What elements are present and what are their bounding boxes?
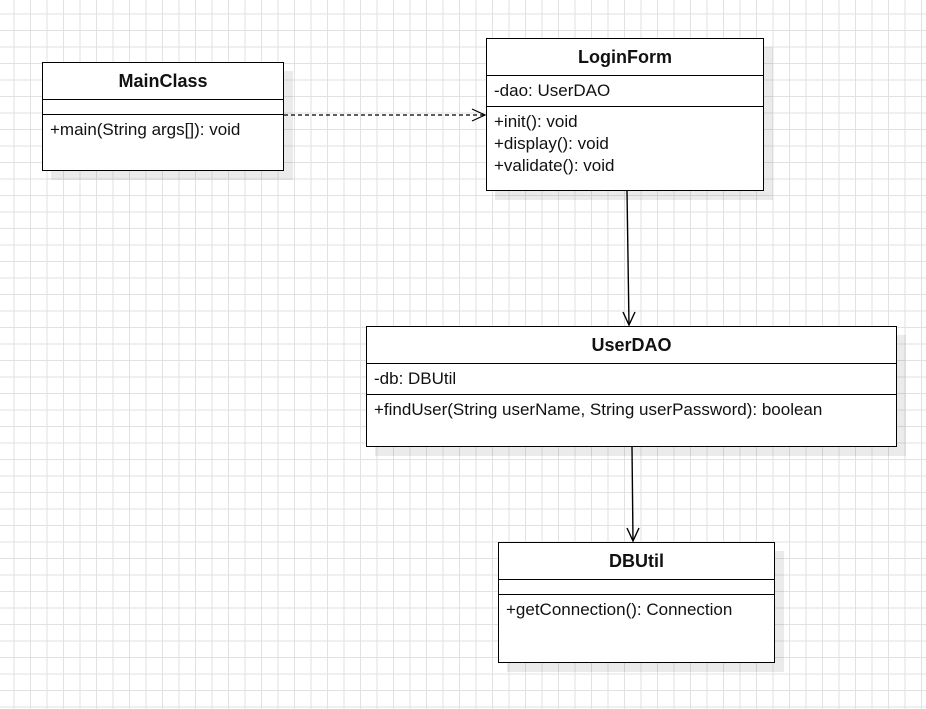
operation-validate: +validate(): void bbox=[494, 156, 615, 175]
attributes-compartment: -db: DBUtil bbox=[367, 364, 896, 395]
attributes-compartment bbox=[499, 580, 774, 595]
class-name: LoginForm bbox=[487, 39, 763, 76]
operation-finduser: +findUser(String userName, String userPa… bbox=[374, 400, 823, 419]
operation-init: +init(): void bbox=[494, 112, 578, 131]
operations-compartment: +main(String args[]): void bbox=[43, 115, 283, 145]
attribute-dao: -dao: UserDAO bbox=[494, 81, 611, 100]
class-dbutil[interactable]: DBUtil +getConnection(): Connection bbox=[498, 542, 775, 663]
association-arrow-userdao-dbutil[interactable] bbox=[626, 446, 640, 543]
operations-compartment: +getConnection(): Connection bbox=[499, 595, 774, 625]
attributes-compartment: -dao: UserDAO bbox=[487, 76, 763, 107]
operation-getconnection: +getConnection(): Connection bbox=[506, 600, 733, 619]
operation-display: +display(): void bbox=[494, 134, 609, 153]
class-userdao[interactable]: UserDAO -db: DBUtil +findUser(String use… bbox=[366, 326, 897, 447]
class-loginform[interactable]: LoginForm -dao: UserDAO +init(): void +d… bbox=[486, 38, 764, 191]
association-arrow-loginform-userdao[interactable] bbox=[622, 190, 636, 327]
open-arrowhead-icon bbox=[626, 527, 640, 543]
dependency-arrow-mainclass-loginform[interactable] bbox=[284, 108, 487, 122]
attribute-db: -db: DBUtil bbox=[374, 369, 457, 388]
operations-compartment: +findUser(String userName, String userPa… bbox=[367, 395, 896, 425]
class-name: UserDAO bbox=[367, 327, 896, 364]
class-name: MainClass bbox=[43, 63, 283, 100]
attributes-compartment bbox=[43, 100, 283, 115]
operations-compartment: +init(): void +display(): void +validate… bbox=[487, 107, 763, 181]
class-mainclass[interactable]: MainClass +main(String args[]): void bbox=[42, 62, 284, 171]
class-name: DBUtil bbox=[499, 543, 774, 580]
open-arrowhead-icon bbox=[471, 108, 487, 122]
open-arrowhead-icon bbox=[622, 311, 636, 327]
operation-main: +main(String args[]): void bbox=[50, 120, 241, 139]
